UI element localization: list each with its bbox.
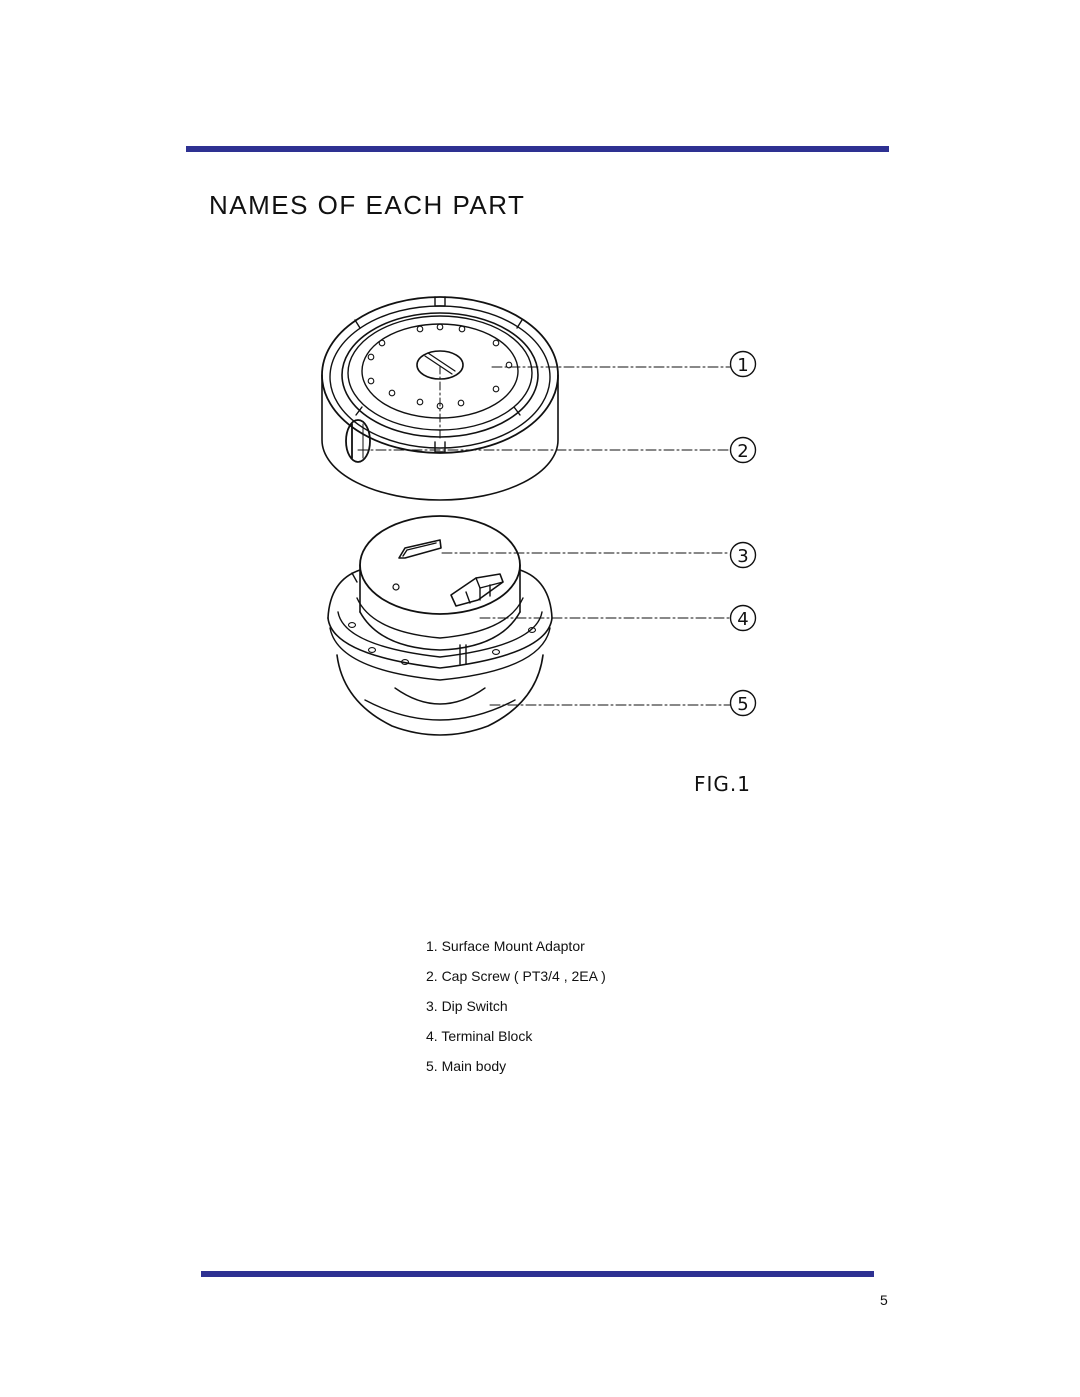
callout-1-label: 1 [737, 355, 748, 376]
page-number: 5 [880, 1292, 888, 1308]
callout-4: 4 [729, 604, 757, 632]
callout-3: 3 [729, 541, 757, 569]
callout-4-label: 4 [737, 609, 748, 630]
parts-figure: 1 2 3 4 5 FIG.1 [300, 285, 780, 805]
callout-5-label: 5 [737, 694, 748, 715]
callout-3-label: 3 [737, 546, 748, 567]
parts-list-item: 2. Cap Screw ( PT3/4 , 2EA ) [426, 968, 606, 984]
callout-5: 5 [729, 689, 757, 717]
callout-2: 2 [729, 436, 757, 464]
main-body-drawing [327, 569, 553, 736]
parts-list-item: 3. Dip Switch [426, 998, 508, 1014]
callout-2-label: 2 [737, 441, 748, 462]
parts-list-item: 4. Terminal Block [426, 1028, 533, 1044]
module-drawing [356, 515, 524, 651]
parts-list-item: 5. Main body [426, 1058, 507, 1074]
bottom-rule [201, 1271, 874, 1277]
page-title: NAMES OF EACH PART [209, 190, 526, 220]
leader-lines [357, 366, 731, 706]
parts-list: 1. Surface Mount Adaptor 2. Cap Screw ( … [426, 936, 606, 1086]
parts-list-item: 1. Surface Mount Adaptor [426, 938, 585, 954]
callout-1: 1 [729, 350, 757, 378]
figure-caption: FIG.1 [694, 772, 751, 796]
top-rule [186, 146, 889, 152]
surface-mount-adaptor-drawing [321, 296, 559, 501]
